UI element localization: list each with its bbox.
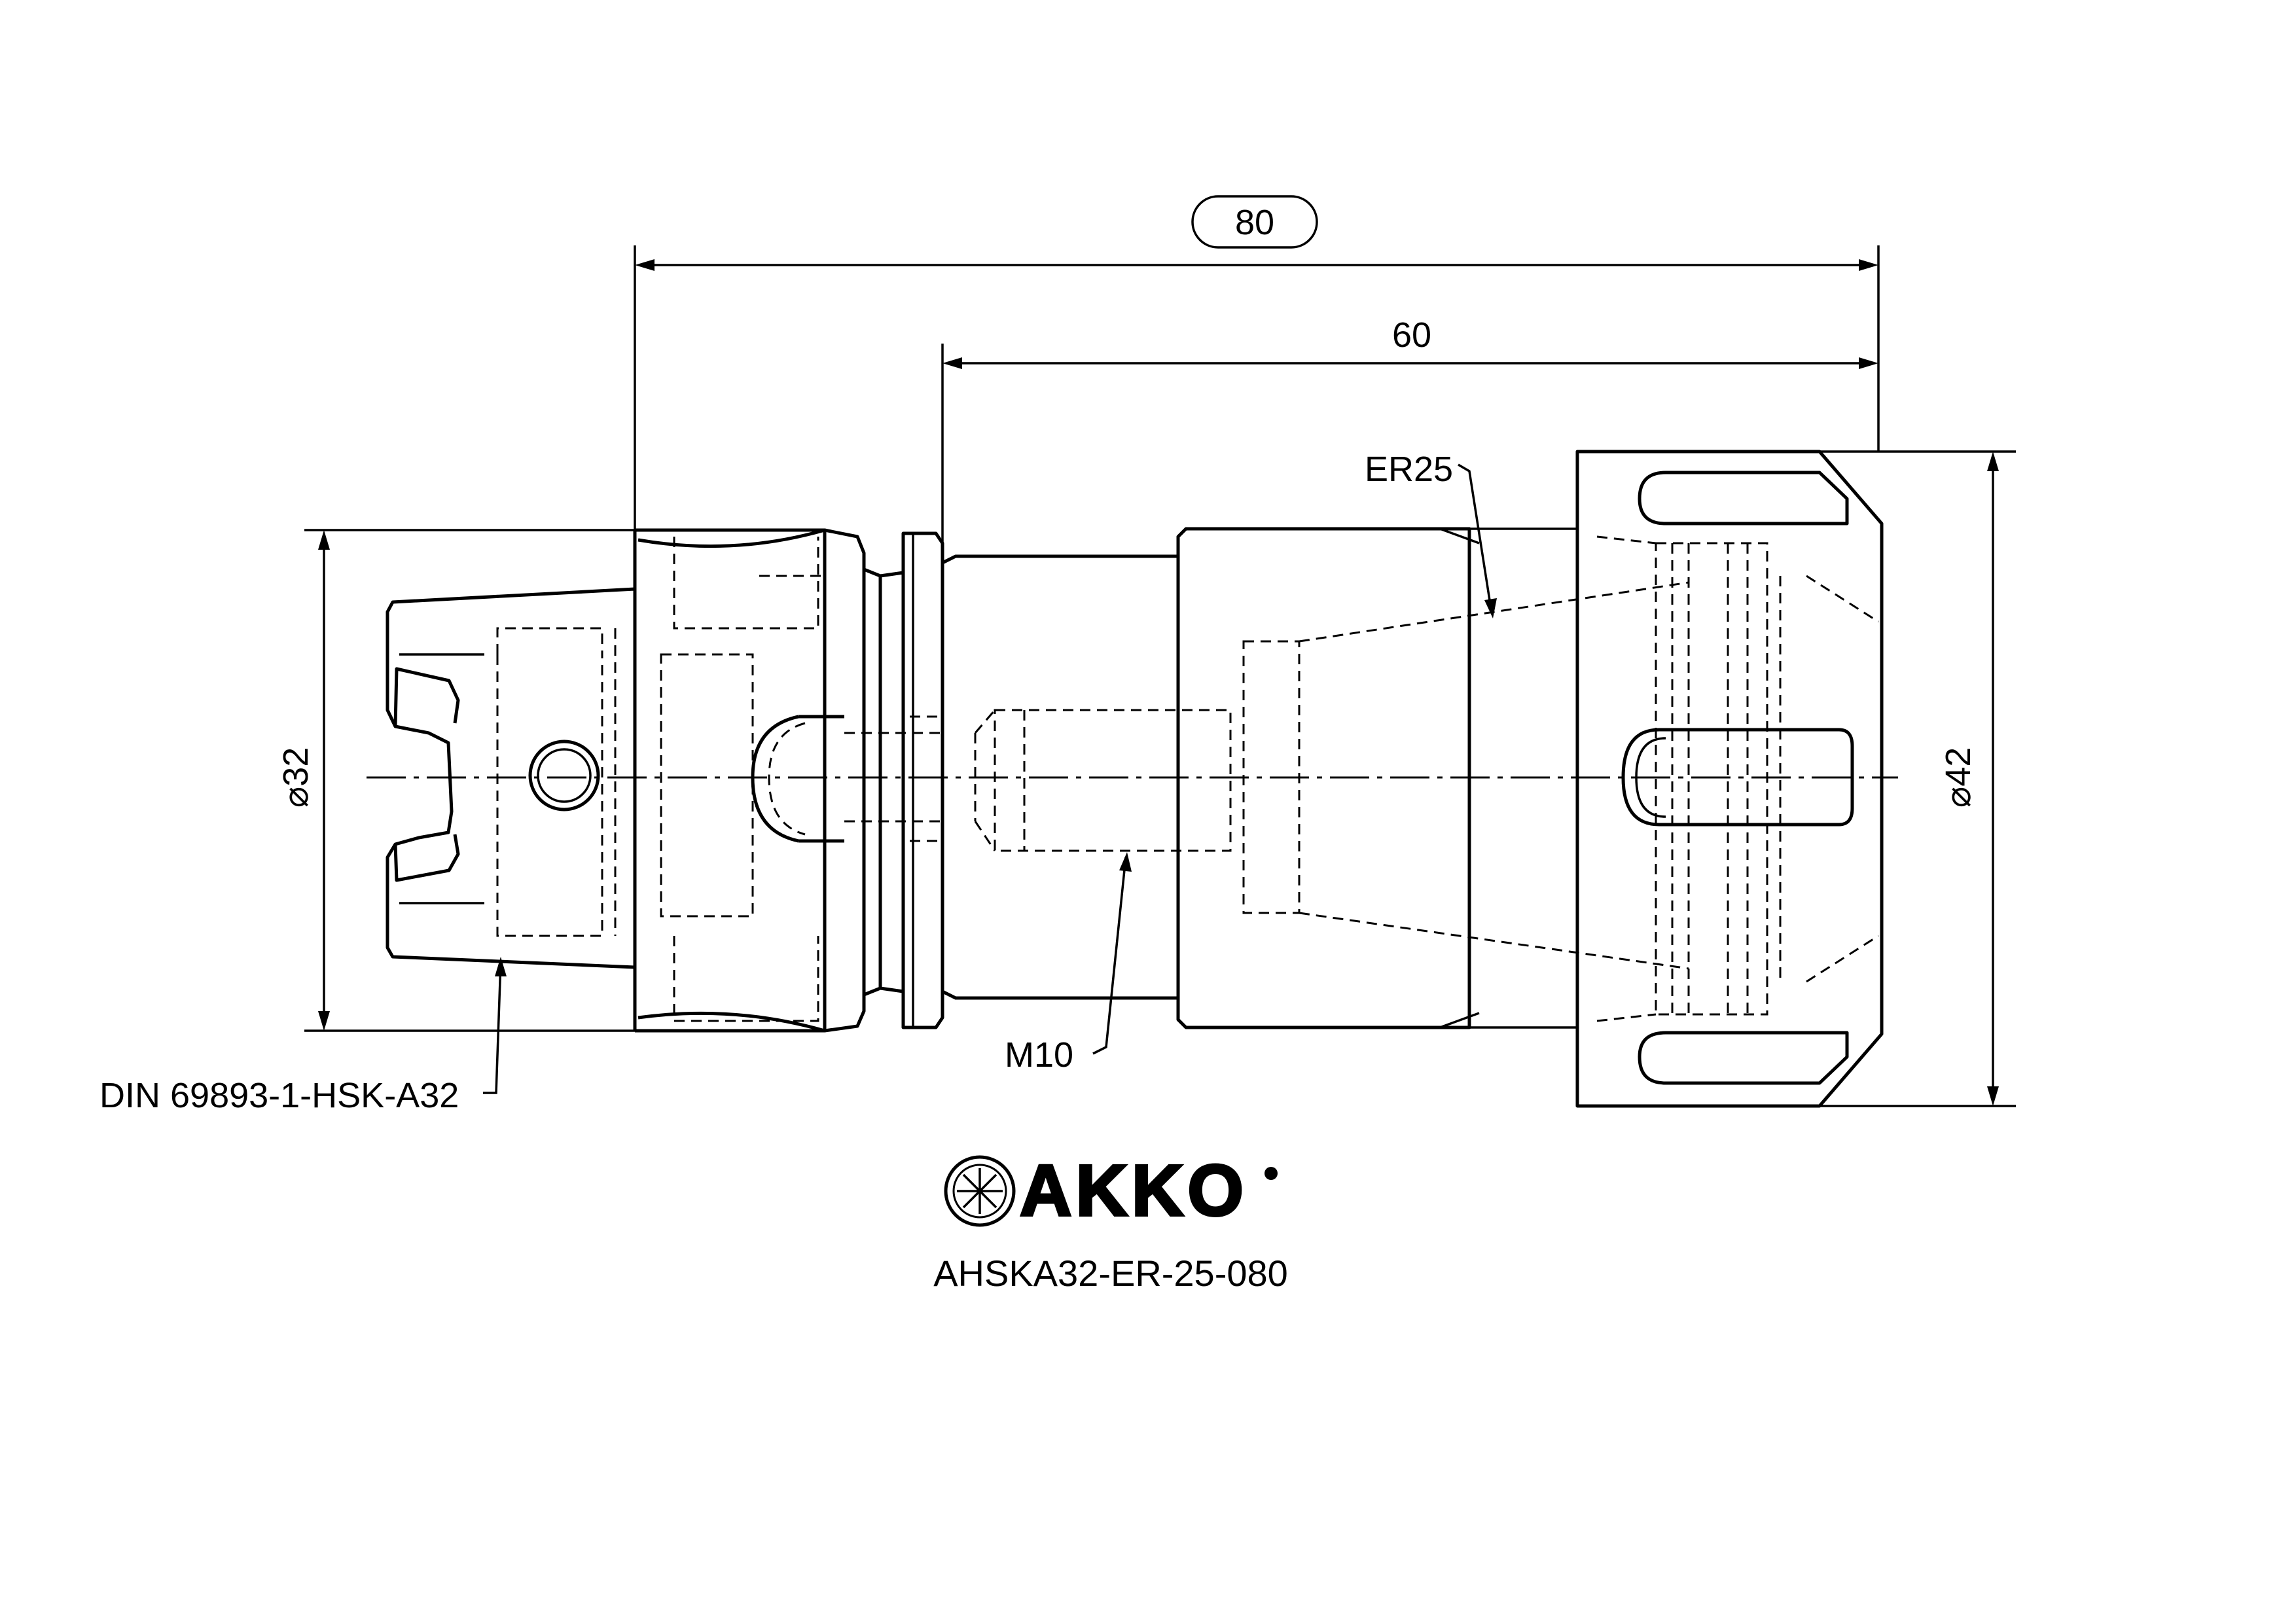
callout-hsk: DIN 69893-1-HSK-A32: [99, 957, 507, 1115]
hsk-standard-label: DIN 69893-1-HSK-A32: [99, 1076, 459, 1115]
dimension-shank-diameter: ⌀32: [276, 529, 635, 1032]
er25-label: ER25: [1365, 450, 1453, 489]
dimension-60-label: 60: [1392, 315, 1431, 355]
part-number: AHSKA32-ER-25-080: [933, 1253, 1288, 1294]
shank-cross-hole: [528, 740, 600, 812]
dimension-80-label: 80: [1235, 203, 1274, 242]
dimension-gauge-length: 60: [941, 315, 1878, 563]
akko-logo: AKKO: [944, 1149, 1278, 1232]
logo-wordmark: AKKO: [1020, 1150, 1247, 1231]
diameter-42-label: ⌀42: [1939, 747, 1978, 808]
er-collet-nut: [1575, 450, 1884, 1108]
callout-er25: ER25: [1365, 450, 1497, 618]
diameter-32-label: ⌀32: [276, 747, 315, 808]
hsk-shank: [386, 587, 637, 969]
m10-label: M10: [1005, 1035, 1073, 1075]
dimension-nut-diameter: ⌀42: [1820, 450, 2016, 1107]
dimension-overall-length: 80: [634, 195, 1880, 530]
callout-m10: M10: [1005, 852, 1132, 1075]
flange: [633, 528, 944, 1033]
